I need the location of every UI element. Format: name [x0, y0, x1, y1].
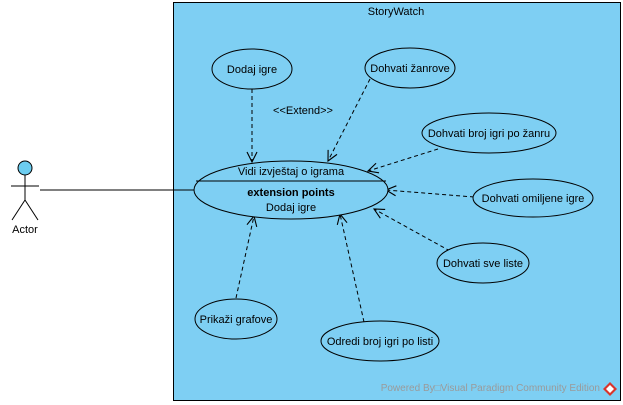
actor-left-leg	[11, 199, 26, 221]
use-case-dohvati-omiljene-igre[interactable]: Dohvati omiljene igre	[472, 178, 594, 218]
use-case-label: Dohvati žanrove	[370, 63, 450, 75]
use-case-ellipse	[320, 320, 440, 362]
use-case-ellipse	[364, 47, 456, 89]
use-case-label: Dodaj igre	[227, 64, 277, 76]
use-case-prikazi-grafove[interactable]: Prikaži grafove	[194, 298, 278, 340]
visual-paradigm-logo-icon	[603, 382, 617, 396]
actor-label: Actor	[12, 224, 38, 236]
main-use-case[interactable]: Vidi izvještaj o igrama extension points…	[193, 160, 389, 220]
main-use-case-ellipse	[193, 160, 389, 220]
use-case-ellipse	[472, 178, 594, 218]
arrow-dohvati-omiljene-igre[interactable]	[386, 190, 475, 198]
use-case-label: Odredi broj igri po listi	[327, 336, 433, 348]
arrow-odredi-broj-igri-po-listi[interactable]	[340, 214, 365, 323]
use-case-odredi-broj-igri-po-listi[interactable]: Odredi broj igri po listi	[320, 320, 440, 362]
extension-point: Dodaj igre	[266, 202, 316, 214]
actor[interactable]	[11, 160, 39, 221]
arrow-dohvati-broj-igri-po-zanru[interactable]	[368, 148, 439, 171]
use-case-label: Dohvati omiljene igre	[482, 193, 585, 205]
use-case-dohvati-sve-liste[interactable]: Dohvati sve liste	[436, 242, 530, 284]
use-case-ellipse	[436, 242, 530, 284]
use-case-label: Prikaži grafove	[200, 314, 273, 326]
extension-points-header: extension points	[247, 187, 334, 199]
use-case-dodaj-igre[interactable]: Dodaj igre	[211, 48, 293, 90]
use-case-ellipse	[211, 48, 293, 90]
main-use-case-label: Vidi izvještaj o igrama	[238, 166, 345, 178]
arrow-dohvati-sve-liste[interactable]	[374, 209, 451, 252]
watermark-text: Powered By□Visual Paradigm Community Edi…	[381, 383, 600, 394]
extend-stereotype: <<Extend>>	[273, 105, 333, 117]
arrow-dohvati-zanrove[interactable]	[328, 78, 371, 161]
use-case-ellipse	[194, 298, 278, 340]
actor-head	[17, 160, 33, 176]
use-case-label: Dohvati sve liste	[443, 258, 523, 270]
use-case-ellipse	[421, 112, 557, 154]
system-title: StoryWatch	[368, 6, 424, 18]
actor-right-leg	[24, 199, 39, 221]
use-case-dohvati-zanrove[interactable]: Dohvati žanrove	[364, 47, 456, 89]
use-case-dohvati-broj-igri-po-zanru[interactable]: Dohvati broj igri po žanru	[421, 112, 557, 154]
use-case-label: Dohvati broj igri po žanru	[428, 128, 550, 140]
